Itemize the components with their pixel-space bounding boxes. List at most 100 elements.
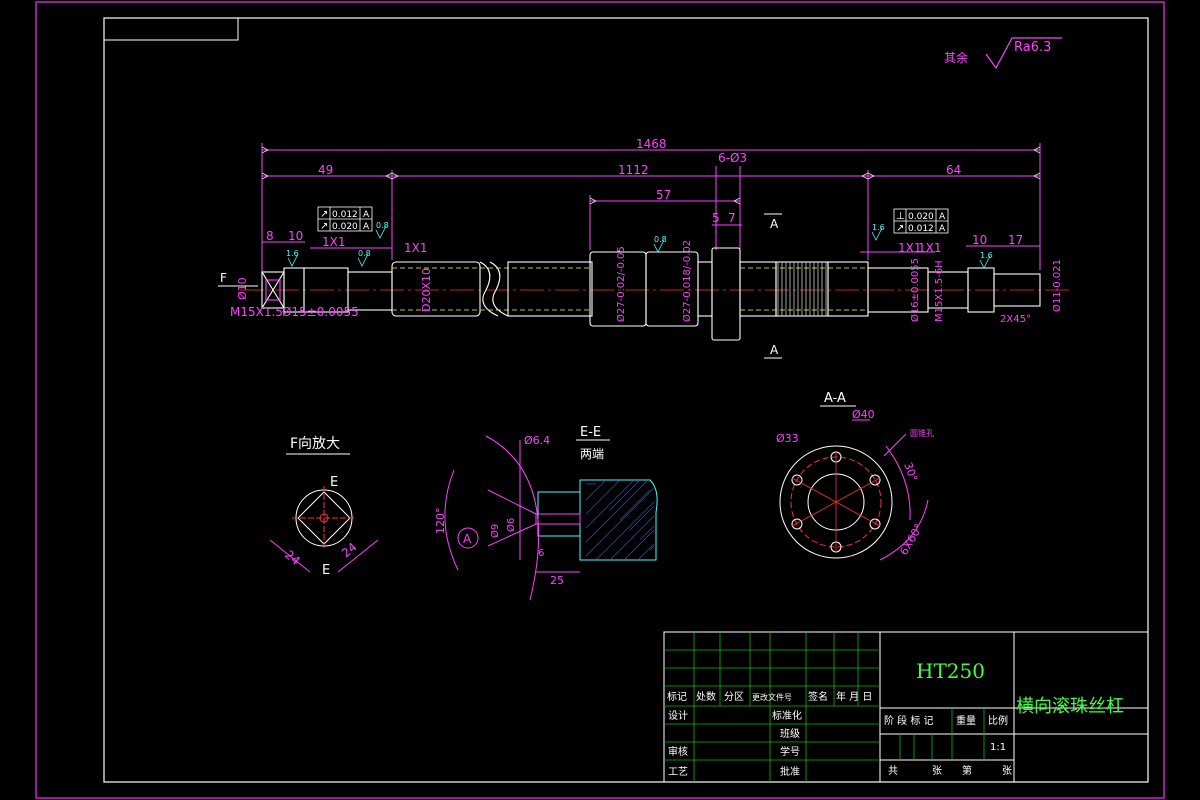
- inner-border: [103, 17, 1149, 783]
- code-box: [103, 17, 239, 41]
- row-review: 审核: [668, 745, 688, 758]
- dim-right-seg: 64: [946, 163, 961, 177]
- stage-weight: 重量: [956, 714, 976, 727]
- view-e-dim-angle: 120°: [434, 508, 447, 535]
- title-material: HT250: [916, 659, 985, 683]
- dim-phi16: Ø16±0.0055: [909, 258, 921, 322]
- view-e-dim-len: 25: [550, 574, 564, 587]
- tol-left-2-sym: ↗: [320, 221, 328, 232]
- outer-border: [35, 1, 1165, 799]
- view-e-subtitle: 两端: [580, 447, 604, 461]
- view-aa-dim-d33: Ø33: [776, 432, 799, 445]
- view-marker-f: F: [220, 271, 227, 285]
- view-aa-note: 圆锥孔: [910, 428, 934, 438]
- roughness-note-value: Ra6.3: [1014, 40, 1051, 55]
- row-process: 工艺: [668, 766, 688, 778]
- view-e-dim-d9: Ø9: [489, 524, 501, 538]
- dim-mid-seg: 1112: [618, 163, 649, 177]
- tol-left-1-ref: A: [363, 210, 370, 220]
- roughness-mark-icon: [979, 255, 991, 269]
- header-date: 年 月 日: [836, 690, 872, 703]
- dim-8: 8: [266, 229, 274, 243]
- dim-overall: 1468: [636, 137, 667, 151]
- roughness-note-label: 其余: [944, 50, 968, 65]
- roughness-mark-icon: [375, 225, 387, 239]
- dim-phi27b: Ø27-0.018/-0.02: [681, 240, 693, 322]
- tol-left-1-sym: ↗: [320, 209, 328, 220]
- view-f-cut-bottom: E: [322, 563, 330, 578]
- title-block: [663, 631, 1149, 783]
- dim-thread-right: M15X1.5-6H: [934, 260, 945, 322]
- dim-phi11: Ø11-0.021: [1051, 259, 1063, 312]
- tol-right-2-sym: ↗: [896, 223, 904, 234]
- view-aa: A-A Ø40 Ø33 30° 6X60° 圆锥孔: [776, 391, 934, 561]
- tol-right-1-val: 0.020: [908, 212, 934, 222]
- roughness-mark-icon: [653, 239, 665, 253]
- view-e-dim-hole: Ø6.4: [524, 434, 550, 447]
- row-class: 班级: [780, 728, 800, 740]
- dim-phi27a: Ø27-0.02/-0.05: [615, 246, 627, 322]
- view-e-callout: A: [463, 532, 472, 546]
- dim-10-right: 10: [972, 233, 987, 247]
- dim-17: 17: [1008, 233, 1023, 247]
- roughness-mark-icon: [287, 253, 299, 267]
- dim-phi10: Ø10: [236, 277, 249, 300]
- dim-fit-left: Ø15±0.0055: [282, 305, 359, 319]
- tol-right-2-ref: A: [939, 224, 946, 234]
- dim-chamfer-end: 2X45°: [1000, 314, 1031, 325]
- tolerance-frame-left: ↗ 0.012 A ↗ 0.020 A: [317, 206, 373, 232]
- view-f: F向放大 24 24 E E: [269, 436, 379, 578]
- roughness-mark-icon: [871, 227, 883, 241]
- dim-thread-left: M15X1.5: [230, 305, 283, 319]
- roughness-mark-1: 1.6: [286, 249, 299, 258]
- row-design: 设计: [668, 709, 688, 722]
- header-mark: 标记: [667, 691, 687, 703]
- roughness-mark-icon: [357, 253, 369, 267]
- dim-left-seg: 49: [318, 163, 333, 177]
- view-aa-title: A-A: [824, 391, 846, 406]
- view-aa-dim-holes: 6X60°: [897, 522, 925, 558]
- stage-mark: 阶 段 标 记: [884, 714, 934, 727]
- header-change-doc: 更改文件号: [752, 692, 792, 702]
- header-zone: 分区: [724, 691, 744, 703]
- view-aa-dim-d40: Ø40: [852, 408, 875, 421]
- view-aa-dim-angle30: 30°: [901, 461, 920, 484]
- dim-nut-len: 57: [656, 188, 671, 202]
- tol-left-2-val: 0.020: [332, 222, 358, 232]
- view-f-title: F向放大: [290, 436, 340, 452]
- roughness-mark-4: 0.8: [376, 221, 389, 230]
- tol-left-1-val: 0.012: [332, 210, 358, 220]
- sheet-total: 共: [888, 765, 898, 777]
- row-student-id: 学号: [780, 745, 800, 758]
- section-marker-top: A: [770, 217, 779, 231]
- roughness-mark-3: 0.8: [654, 235, 667, 244]
- roughness-mark-6: 1.6: [980, 251, 993, 260]
- sheet-no-unit: 张: [1002, 765, 1012, 777]
- stage-scale: 比例: [988, 714, 1008, 727]
- dim-chamfer-r1: 1X1: [898, 241, 922, 255]
- view-e-dim-d6b: 6: [538, 548, 544, 559]
- tol-right-1-sym: ⊥: [896, 211, 905, 222]
- dim-7: 7: [728, 211, 736, 225]
- dim-chamfer-l2: 1X1: [404, 241, 428, 255]
- scale-value: 1:1: [990, 742, 1006, 753]
- main-view: [240, 143, 1070, 341]
- roughness-mark-2: 0.8: [358, 249, 371, 258]
- view-f-dim-a: 24: [282, 548, 303, 569]
- view-e: E-E 两端 A Ø6.4 120° Ø9 Ø6 6 25: [434, 425, 658, 601]
- tol-left-2-ref: A: [363, 222, 370, 232]
- row-approve: 批准: [780, 765, 800, 778]
- view-f-cut-top: E: [330, 475, 338, 490]
- tolerance-frame-right: ⊥ 0.020 A ↗ 0.012 A: [893, 208, 949, 234]
- tol-right-1-ref: A: [939, 212, 946, 222]
- dim-spline: D20X10: [420, 268, 433, 312]
- title-part-name: 横向滚珠丝杠: [1016, 696, 1124, 717]
- view-e-dim-d6: Ø6: [505, 518, 517, 532]
- dim-5: 5: [712, 211, 720, 225]
- dim-holes: 6-Ø3: [718, 151, 747, 165]
- header-sign: 签名: [808, 690, 828, 703]
- sheet-total-unit: 张: [932, 765, 942, 777]
- row-standard: 标准化: [772, 709, 802, 722]
- dim-chamfer-l1: 1X1: [322, 235, 346, 249]
